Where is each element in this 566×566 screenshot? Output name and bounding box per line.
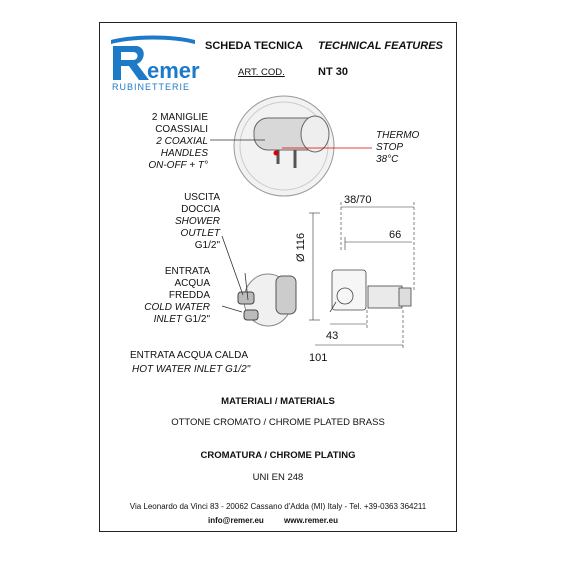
hot-water-label-it: ENTRATA ACQUA CALDA <box>130 350 248 361</box>
footer-email[interactable]: info@remer.eu <box>208 516 264 525</box>
dim-diameter-116: Ø 116 <box>295 232 307 262</box>
materials-value: OTTONE CROMATO / CHROME PLATED BRASS <box>171 417 385 428</box>
cold-water-label: ENTRATA ACQUA FREDDA COLD WATER INLET G1… <box>144 266 210 325</box>
svg-text:emer: emer <box>147 58 200 83</box>
cold-inlet-size: G1/2" <box>184 314 210 325</box>
brand-subtitle: RUBINETTERIE <box>112 82 191 92</box>
remer-logo: emer <box>111 35 200 83</box>
handles-label: 2 MANIGLIE COASSIALI 2 COAXIAL HANDLES O… <box>148 112 208 171</box>
title-it: SCHEDA TECNICA <box>205 40 303 52</box>
dim-38-70: 38/70 <box>344 194 372 206</box>
footer-web[interactable]: www.remer.eu <box>284 516 338 525</box>
plating-value: UNI EN 248 <box>252 472 304 483</box>
art-cod-label: ART. COD. <box>238 67 285 78</box>
title-en: TECHNICAL FEATURES <box>318 40 443 52</box>
dim-66: 66 <box>389 229 402 241</box>
art-cod-value: NT 30 <box>318 66 348 78</box>
thermo-label: THERMO STOP 38°C <box>376 130 420 165</box>
dim-43: 43 <box>326 330 339 342</box>
materials-heading: MATERIALI / MATERIALS <box>221 396 335 407</box>
hot-water-label-en: HOT WATER INLET G1/2" <box>132 364 251 375</box>
dim-101: 101 <box>309 352 328 364</box>
footer-address: Via Leonardo da Vinci 83 - 20062 Cassano… <box>129 502 427 511</box>
plating-heading: CROMATURA / CHROME PLATING <box>200 450 356 461</box>
shower-outlet-label: USCITA DOCCIA SHOWER OUTLET G1/2" <box>175 192 220 251</box>
